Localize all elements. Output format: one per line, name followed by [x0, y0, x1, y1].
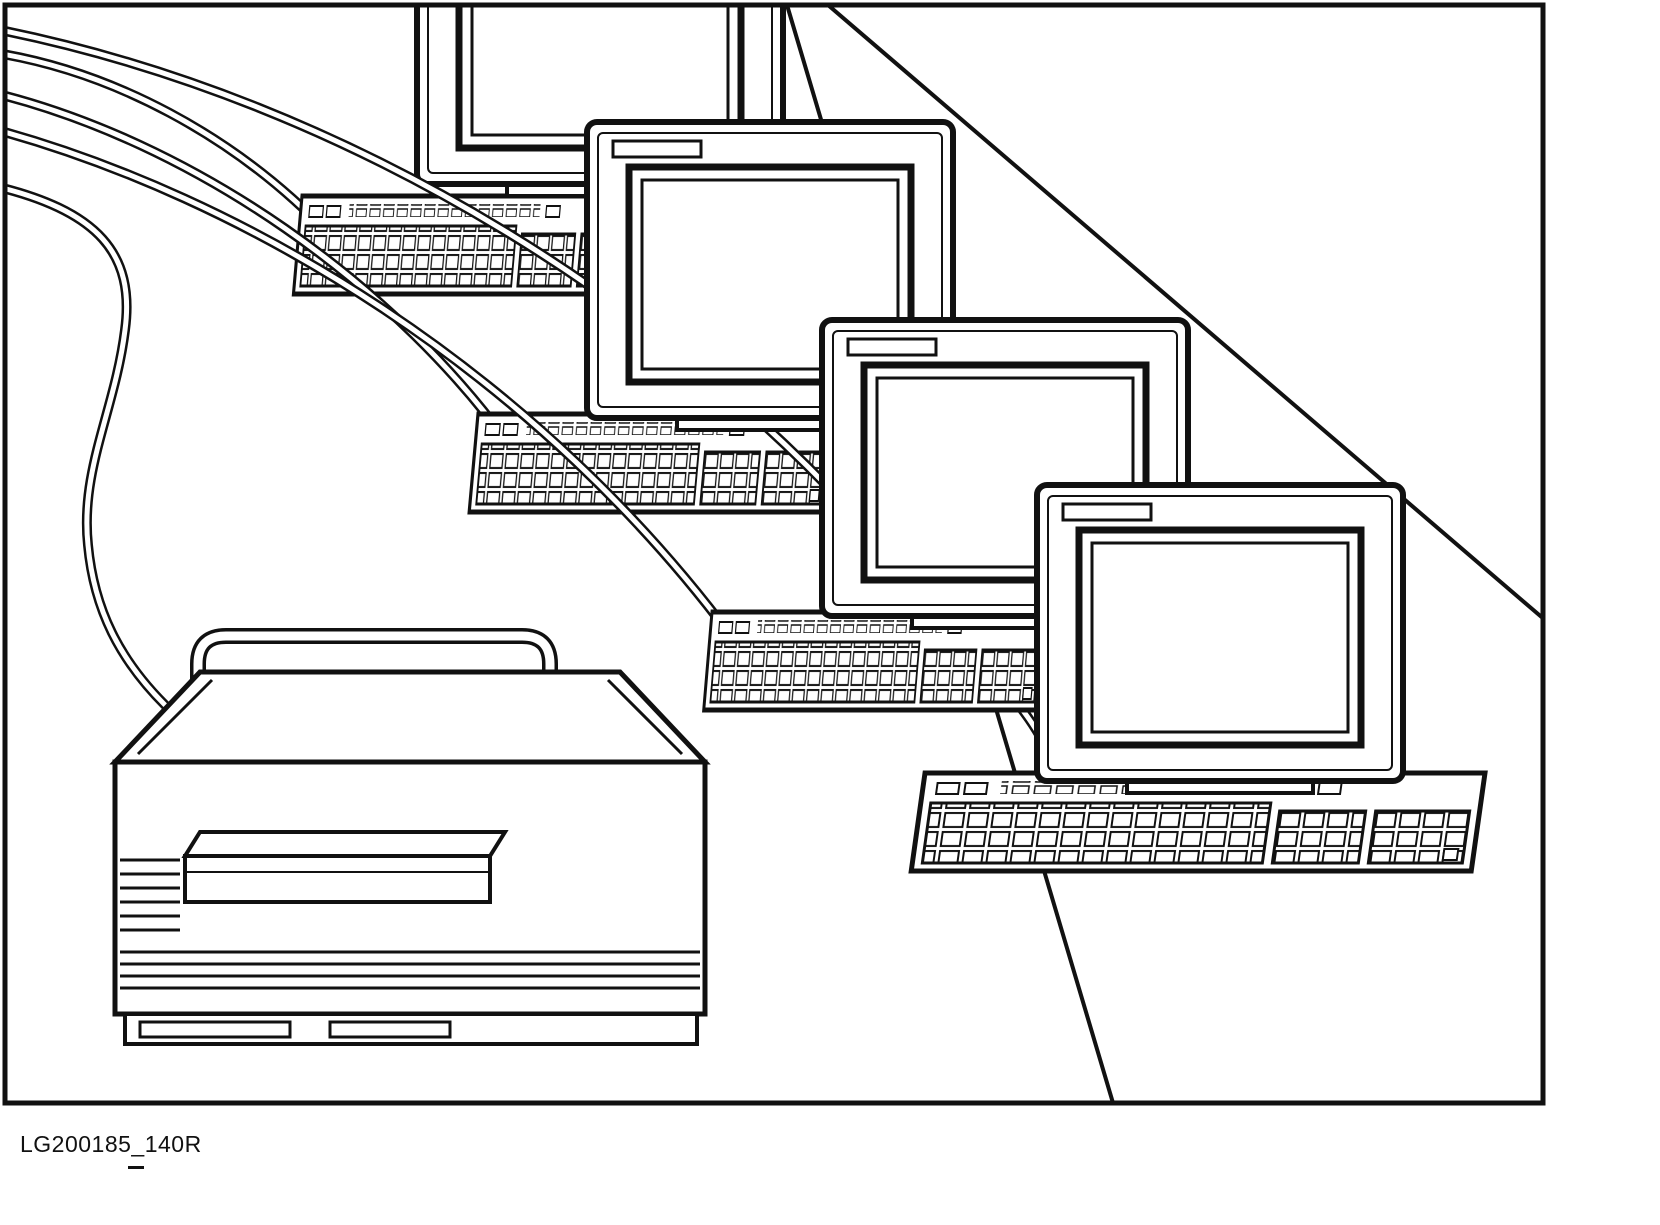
printer-ridge-lines	[120, 950, 700, 990]
printer-handle	[190, 628, 558, 740]
cable-a	[5, 49, 335, 240]
printer-top-fold-left	[136, 678, 214, 756]
printer-paper-tray	[181, 830, 509, 904]
cable-c	[5, 127, 750, 660]
printer	[109, 628, 711, 1046]
terminal-4-monitor	[1037, 485, 1403, 793]
printer-vent-lines	[120, 858, 180, 932]
table-edge-diagonal	[826, 5, 1543, 621]
printer-top-fold-right	[606, 678, 684, 756]
cable-b	[5, 90, 525, 465]
figure-caption: LG200185_140R	[20, 1131, 202, 1157]
figure-frame	[2, 2, 1546, 1106]
printer-cable	[5, 183, 170, 710]
printer-top-face	[109, 669, 711, 765]
printer-base	[123, 1012, 699, 1046]
caption-underline-mark	[128, 1166, 144, 1169]
